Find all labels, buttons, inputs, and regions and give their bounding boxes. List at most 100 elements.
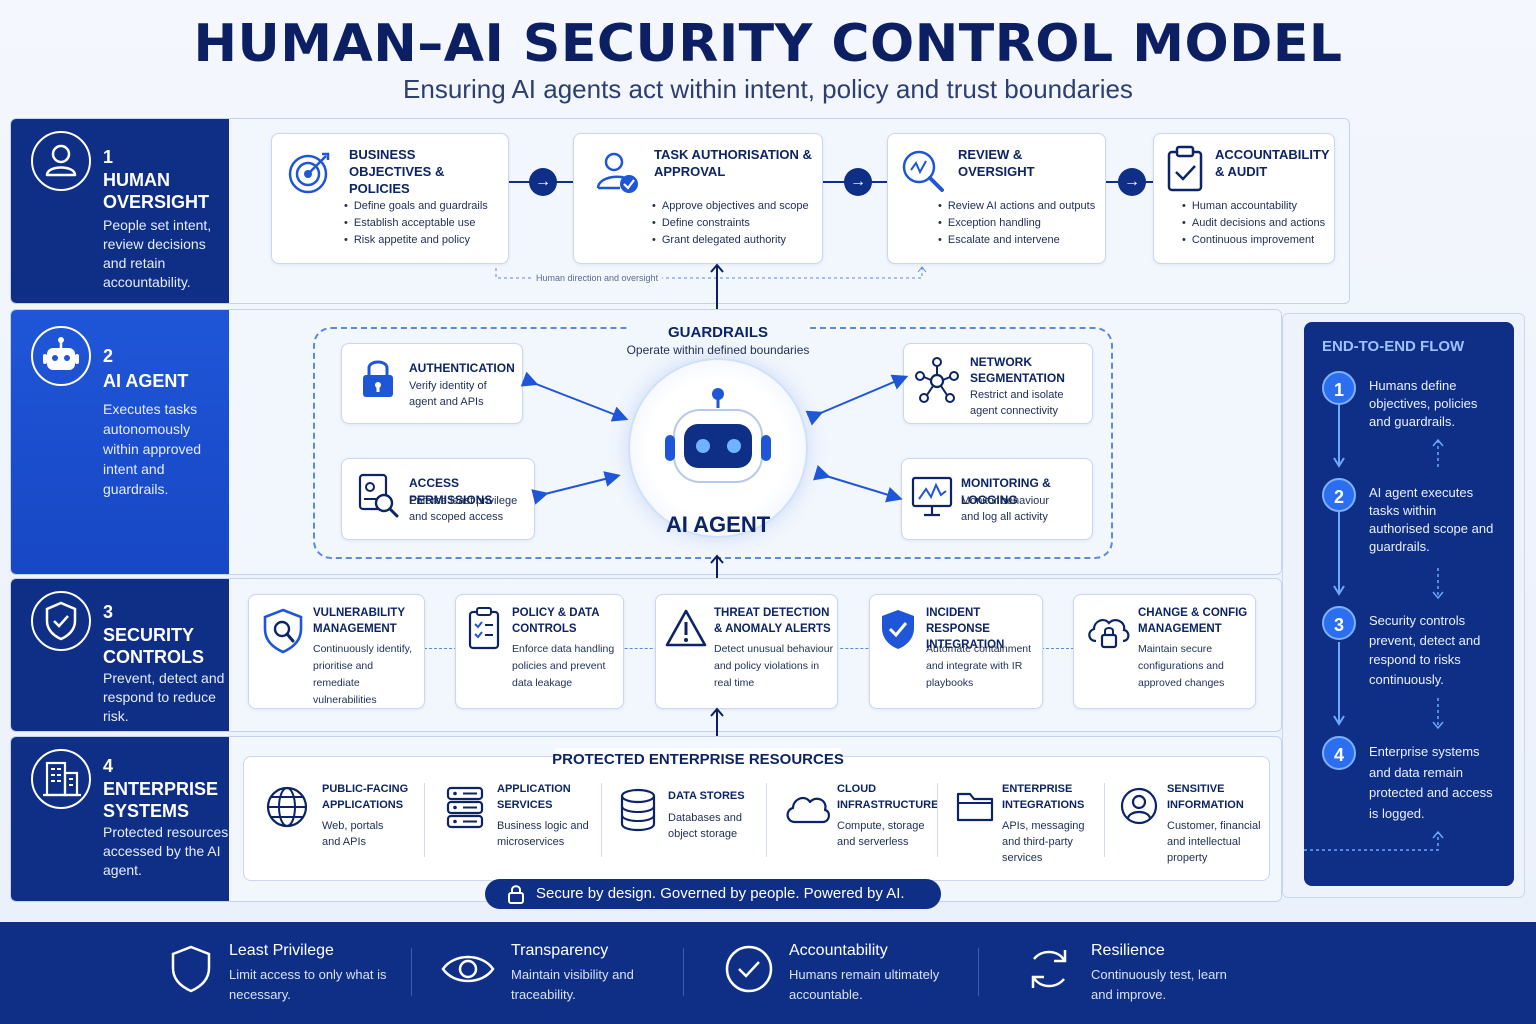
principle-desc: Humans remain ultimately accountable. — [789, 967, 940, 1002]
arrow-right-icon: → — [1118, 168, 1146, 196]
principle-desc: Continuously test, learn and improve. — [1091, 967, 1227, 1002]
resource-desc: Business logic and microservices — [497, 820, 589, 848]
list-item: Risk appetite and policy — [344, 232, 488, 249]
resource-title: CLOUD INFRASTRUCTURE — [837, 783, 939, 811]
protected-resources-title: PROTECTED ENTERPRISE RESOURCES — [552, 751, 844, 768]
guardrail-arrows — [520, 371, 909, 505]
flow-title: END-TO-END FLOW — [1322, 338, 1465, 355]
resource-desc: Customer, financial and intellectual pro… — [1167, 820, 1261, 864]
network-icon — [915, 357, 959, 403]
layer-name: AI AGENT — [103, 371, 189, 391]
card-desc: Verify identity of agent and APIs — [409, 380, 487, 408]
card-access-permissions[interactable]: ACCESS PERMISSIONS Enforce least privile… — [341, 458, 535, 540]
principle-desc: Limit access to only what is necessary. — [229, 967, 387, 1002]
card-desc: Restrict and isolate agent connectivity — [970, 389, 1064, 417]
arrow-right-icon: → — [844, 168, 872, 196]
card-authentication[interactable]: AUTHENTICATION Verify identity of agent … — [341, 343, 523, 424]
ai-agent-label: AI AGENT — [665, 512, 771, 537]
oversight-dashed-link — [495, 266, 927, 279]
resource-desc: APIs, messaging and third-party services — [1002, 820, 1085, 864]
flow-step-text: Security controls prevent, detect and re… — [1369, 613, 1481, 687]
list-item: Approve objectives and scope — [652, 198, 809, 215]
resource-desc: Web, portals and APIs — [322, 820, 384, 848]
card-title: ACCESS PERMISSIONS — [409, 476, 493, 507]
card-vulnerability-management[interactable]: VULNERABILITY MANAGEMENT Continuously id… — [248, 594, 425, 709]
resource-title: ENTERPRISE INTEGRATIONS — [1002, 783, 1085, 811]
layer-name: HUMAN OVERSIGHT — [103, 170, 210, 212]
resource-title: PUBLIC-FACING APPLICATIONS — [322, 783, 409, 811]
card-accountability-audit[interactable]: ACCOUNTABILITY & AUDIT Human accountabil… — [1153, 133, 1335, 264]
ai-agent-hub[interactable] — [628, 358, 808, 538]
card-change-config[interactable]: CHANGE & CONFIG MANAGEMENT Maintain secu… — [1073, 594, 1256, 709]
checklist-icon — [468, 607, 500, 650]
robot-icon — [31, 326, 91, 386]
oversight-note: Human direction and oversight — [532, 273, 663, 283]
robot-icon — [665, 388, 771, 483]
card-business-objectives[interactable]: BUSINESS OBJECTIVES & POLICIES Define go… — [271, 133, 509, 264]
layer-number: 1 — [103, 147, 114, 167]
target-icon — [288, 152, 330, 194]
person-icon — [31, 131, 91, 191]
principle-title: Transparency — [511, 942, 609, 959]
card-task-authorisation[interactable]: TASK AUTHORISATION & APPROVAL Approve ob… — [573, 133, 823, 264]
shield-icon — [171, 945, 211, 993]
card-desc: Enforce data handling policies and preve… — [512, 643, 615, 689]
list-item: Escalate and intervene — [938, 232, 1095, 249]
principles-footer — [0, 922, 1536, 1024]
layer-desc: Prevent, detect and respond to reduce ri… — [103, 670, 225, 724]
card-title: MONITORING & LOGGING — [961, 476, 1051, 507]
list-item: Grant delegated authority — [652, 232, 809, 249]
page-subtitle: Ensuring AI agents act within intent, po… — [403, 74, 1133, 104]
resource-desc: Databases and object storage — [668, 812, 742, 840]
cloud-icon — [786, 796, 830, 824]
lock-icon — [363, 360, 393, 397]
warning-icon — [665, 609, 707, 647]
user-check-icon — [596, 152, 638, 193]
card-title: CHANGE & CONFIG MANAGEMENT — [1138, 607, 1248, 635]
layer-desc: Protected resources accessed by the AI a… — [103, 824, 229, 878]
shield-check-icon — [31, 591, 91, 651]
card-monitoring-logging[interactable]: MONITORING & LOGGING Monitor behaviour a… — [901, 458, 1093, 540]
list-item: Establish acceptable use — [344, 215, 488, 232]
arrow-right-icon: → — [529, 168, 557, 196]
tagline-banner: Secure by design. Governed by people. Po… — [485, 879, 941, 909]
flow-step-text: AI agent executes tasks within authorise… — [1369, 485, 1494, 554]
globe-icon — [266, 786, 308, 828]
card-list: Review AI actions and outputs Exception … — [938, 198, 1095, 249]
cloud-lock-icon — [1088, 619, 1130, 649]
shield-search-icon — [263, 608, 303, 654]
list-item: Define goals and guardrails — [344, 198, 488, 215]
layer-number: 4 — [103, 756, 114, 776]
card-policy-data-controls[interactable]: POLICY & DATA CONTROLS Enforce data hand… — [455, 594, 624, 709]
card-title: NETWORK SEGMENTATION — [970, 355, 1065, 385]
card-list: Human accountability Audit decisions and… — [1182, 198, 1325, 249]
clipboard-check-icon — [1167, 145, 1203, 192]
resource-title: DATA STORES — [668, 790, 745, 802]
server-icon — [446, 786, 484, 829]
layer-desc: Executes tasks autonomously within appro… — [103, 401, 202, 497]
flow-connectors — [1304, 405, 1444, 851]
list-item: Review AI actions and outputs — [938, 198, 1095, 215]
layer-number: 2 — [103, 346, 114, 366]
card-title: ACCOUNTABILITY & AUDIT — [1215, 147, 1330, 179]
layer-2-label-panel: 2 AI AGENT Executes tasks autonomously w… — [11, 310, 229, 574]
flow-step-text: Humans define objectives, policies and g… — [1369, 378, 1478, 429]
shield-check-icon — [882, 610, 914, 649]
lock-icon — [508, 885, 524, 904]
card-threat-detection[interactable]: THREAT DETECTION & ANOMALY ALERTS Detect… — [655, 594, 838, 709]
building-icon — [31, 749, 91, 809]
check-circle-icon — [725, 945, 773, 993]
guardrails-title: GUARDRAILS — [668, 324, 768, 341]
card-title: TASK AUTHORISATION & APPROVAL — [654, 147, 812, 179]
card-review-oversight[interactable]: REVIEW & OVERSIGHT Review AI actions and… — [887, 133, 1106, 264]
card-incident-response[interactable]: INCIDENT RESPONSE INTEGRATION Automate c… — [869, 594, 1043, 709]
layer-name: SECURITY CONTROLS — [103, 625, 204, 667]
flow-step-number: 4 — [1322, 736, 1356, 770]
principle-title: Resilience — [1091, 942, 1165, 959]
card-desc: Maintain secure configurations and appro… — [1138, 643, 1225, 689]
tagline-text: Secure by design. Governed by people. Po… — [536, 885, 905, 902]
user-circle-icon — [1120, 787, 1158, 825]
card-desc: Monitor behaviour and log all activity — [961, 495, 1050, 523]
flow-step-number: 3 — [1322, 606, 1356, 640]
flow-step-text: Enterprise systems and data remain prote… — [1369, 744, 1493, 821]
